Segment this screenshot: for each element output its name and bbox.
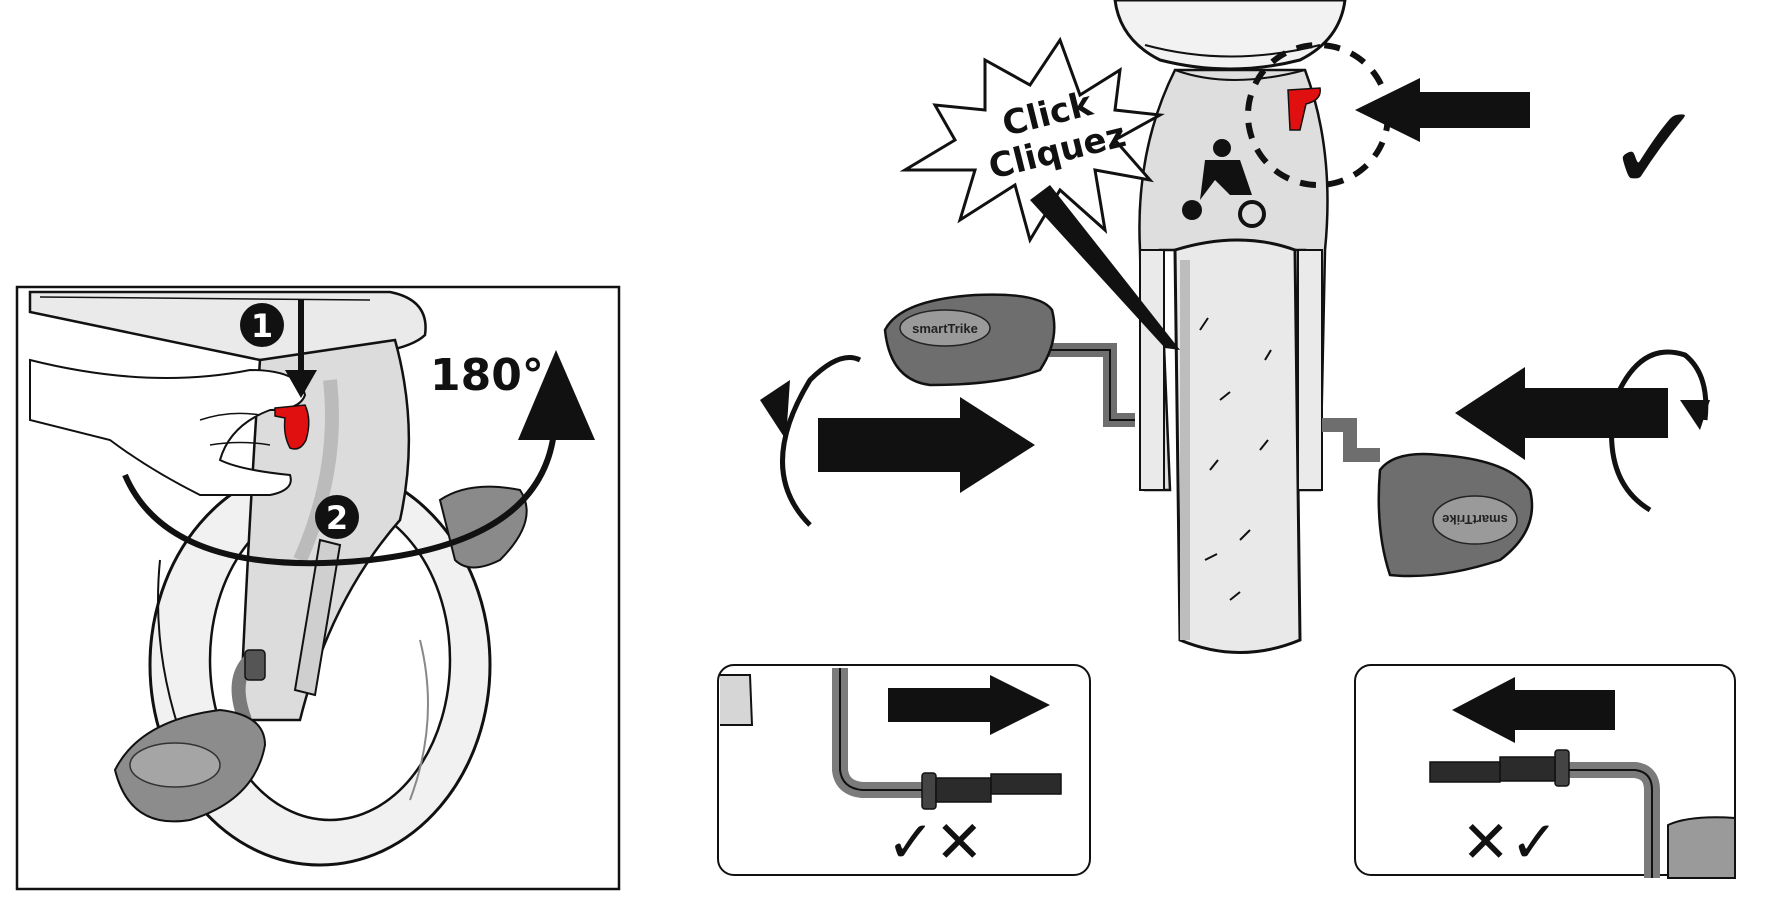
child-seat-icon: [1182, 139, 1266, 228]
latch-red-main: [1287, 87, 1321, 131]
seat-bottom: [1113, 0, 1347, 71]
step-2-badge: 2: [315, 495, 359, 539]
front-tire: [1173, 238, 1302, 654]
latch-arrow: [1355, 78, 1530, 142]
right-insert-arrow: [1455, 349, 1710, 513]
correct-check: ✓: [1605, 80, 1706, 219]
front-view: Click Cliquez smartTrike smartTrike: [760, 0, 1710, 654]
left-insert-arrow: [760, 355, 1035, 527]
rotation-angle-label: 180°: [430, 350, 544, 401]
pedal-left-brand: smartTrike: [912, 321, 978, 336]
press-arrow: [285, 300, 317, 398]
inset-right: ✕✓: [1354, 664, 1736, 879]
rotation-arrow: [122, 350, 595, 567]
left-panel: 1 2 180°: [15, 285, 621, 891]
click-starburst: Click Cliquez: [899, 36, 1180, 350]
svg-text:2: 2: [326, 499, 348, 537]
pedal-left: smartTrike: [883, 293, 1135, 427]
pedal-right-brand: smartTrike: [1442, 512, 1508, 527]
pedal-right: smartTrike: [1322, 418, 1534, 578]
pedal-front: [113, 649, 267, 823]
latch-red: [274, 404, 310, 450]
hand: [29, 358, 307, 496]
trike-frame: [28, 290, 427, 722]
inset-right-marks: ✕✓: [1461, 808, 1558, 876]
inset-left: ✓✕: [717, 664, 1091, 876]
svg-text:1: 1: [251, 307, 273, 345]
inset-left-marks: ✓✕: [886, 808, 983, 876]
step-1-badge: 1: [240, 303, 284, 347]
